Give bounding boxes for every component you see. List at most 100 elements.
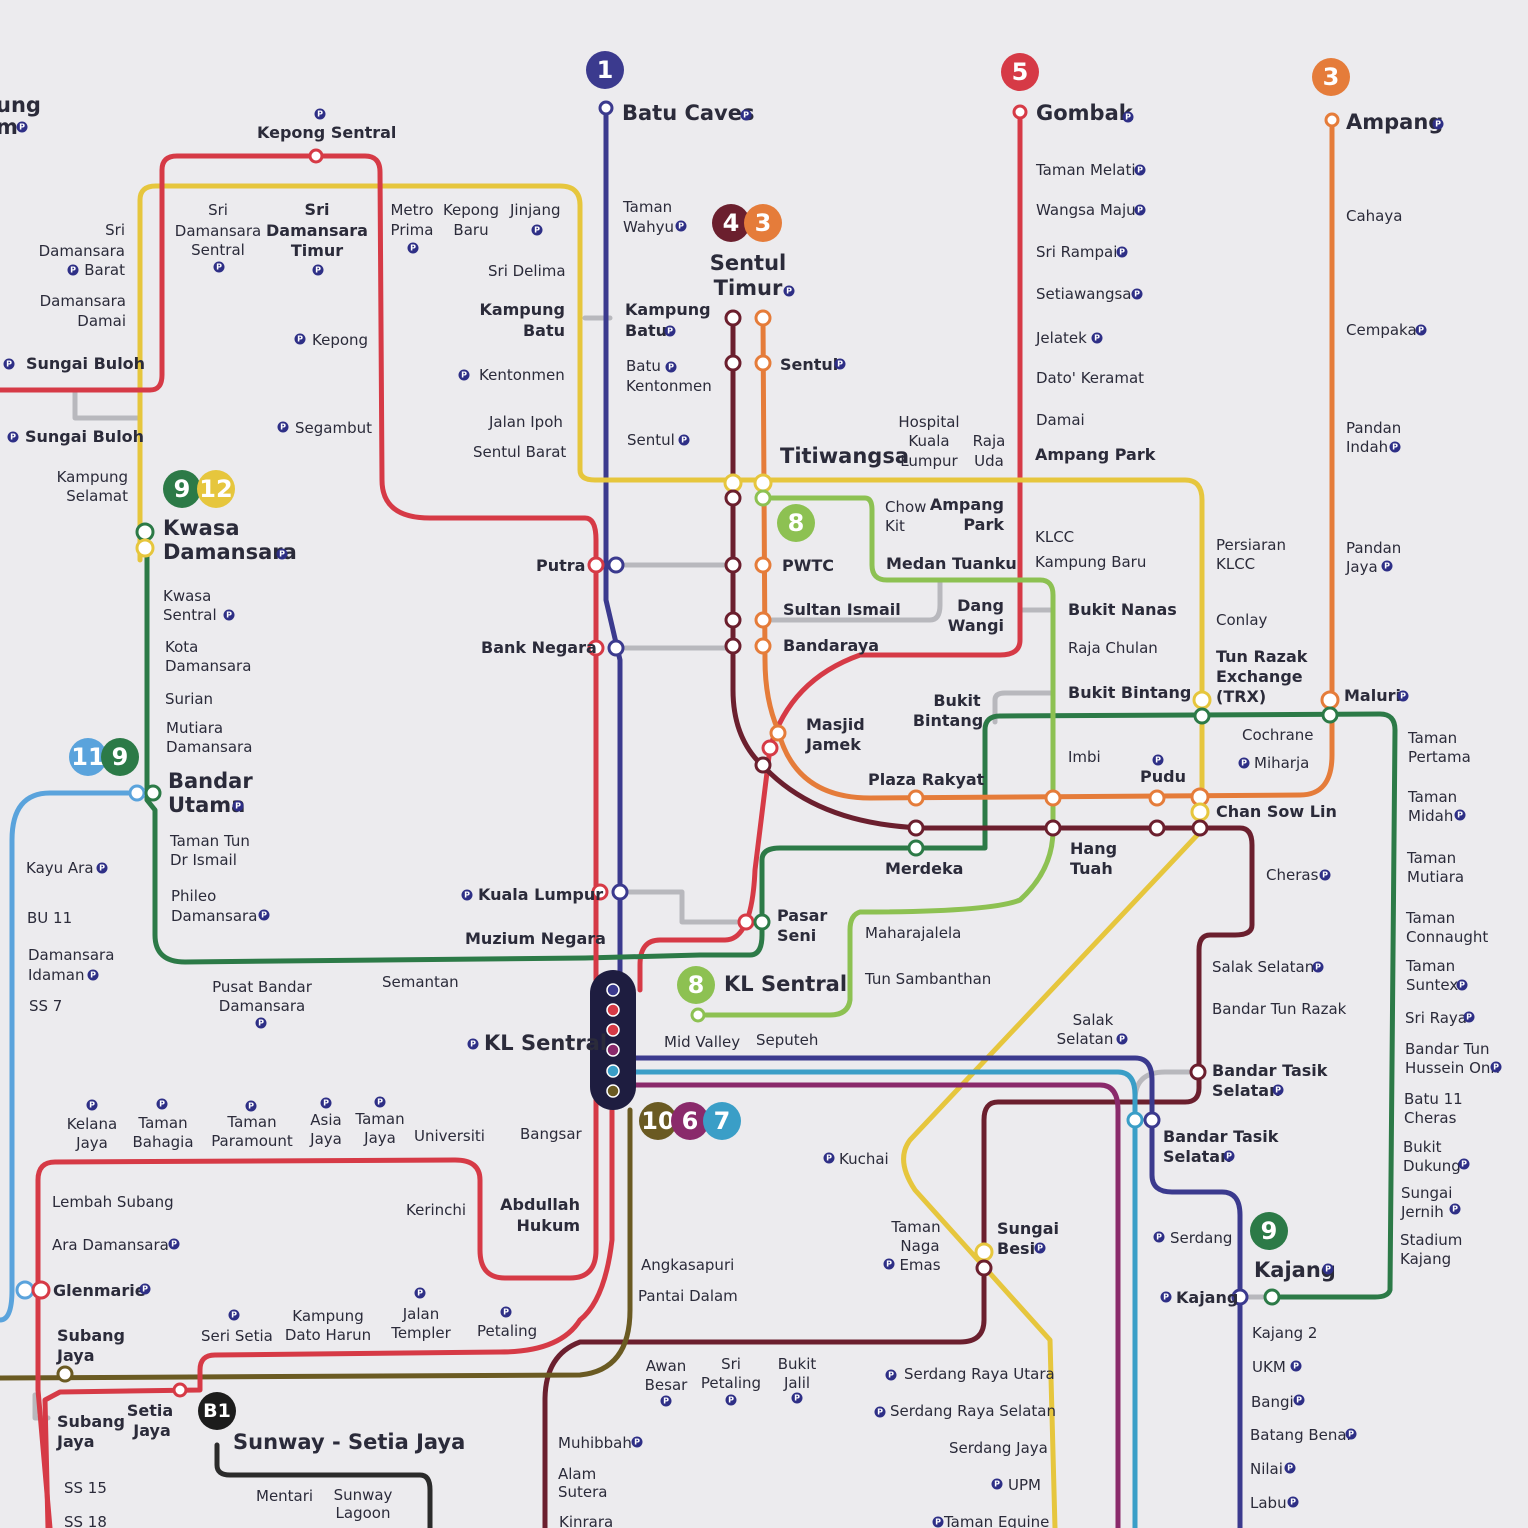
station-label[interactable]: Setiawangsa (1036, 285, 1132, 303)
station-label[interactable]: PWTC (782, 556, 834, 575)
station-label[interactable]: Dato' Keramat (1036, 369, 1144, 387)
station-label[interactable]: Universiti (414, 1127, 485, 1145)
station-dot[interactable] (769, 724, 787, 742)
station-label[interactable]: Serdang Raya Utara (904, 1365, 1055, 1383)
station-dot[interactable] (1192, 690, 1212, 710)
station-label[interactable]: Bank Negara (481, 638, 597, 657)
station-label[interactable]: Taman Equine (943, 1513, 1049, 1528)
station-label[interactable]: Bandaraya (783, 636, 879, 655)
station-label[interactable]: Serdang Raya Selatan (890, 1402, 1056, 1420)
station-dot[interactable] (1044, 789, 1062, 807)
station-dot[interactable] (907, 819, 925, 837)
station-dot[interactable] (135, 522, 155, 542)
station-label[interactable]: Damai (1036, 411, 1085, 429)
station-label[interactable]: UPM (1008, 1476, 1041, 1494)
station-label[interactable]: KLCC (1035, 528, 1074, 546)
station-label[interactable]: Ara Damansara (52, 1236, 169, 1254)
station-dot[interactable] (1320, 690, 1340, 710)
station-label[interactable]: m (0, 115, 18, 139)
station-label[interactable]: Muhibbah (558, 1434, 632, 1452)
station-label[interactable]: Serdang (1170, 1229, 1232, 1247)
station-dot[interactable] (15, 1280, 35, 1300)
station-dot[interactable] (1321, 706, 1339, 724)
station-label[interactable]: Ampang Park (1035, 445, 1156, 464)
station-label[interactable]: Bangi (1251, 1393, 1294, 1411)
station-label[interactable]: Cahaya (1346, 207, 1402, 225)
station-label[interactable]: Jinjang (509, 201, 561, 219)
station-label[interactable]: Titiwangsa (780, 444, 909, 468)
station-label[interactable]: Chan Sow Lin (1216, 802, 1337, 821)
station-dot[interactable] (907, 789, 925, 807)
station-dot[interactable] (724, 556, 742, 574)
station-dot[interactable] (907, 839, 925, 857)
station-label[interactable]: Kuala Lumpur (478, 885, 603, 904)
station-dot[interactable] (598, 100, 614, 116)
station-dot[interactable] (56, 1365, 74, 1383)
station-dot[interactable] (144, 784, 162, 802)
station-dot[interactable] (724, 611, 742, 629)
station-dot[interactable] (690, 1007, 706, 1023)
station-label[interactable]: Sungai Buloh (25, 427, 144, 446)
station-label[interactable]: UKM (1252, 1358, 1286, 1376)
station-label[interactable]: Semantan (382, 973, 459, 991)
station-label[interactable]: ung (0, 93, 41, 117)
station-label[interactable]: Sentul Barat (473, 443, 566, 461)
station-label[interactable]: Muzium Negara (465, 929, 606, 948)
station-dot[interactable] (754, 611, 772, 629)
station-label[interactable]: Sunway - Setia Jaya (233, 1430, 465, 1454)
station-label[interactable]: Merdeka (885, 859, 963, 878)
station-label[interactable]: Jelatek (1035, 329, 1087, 347)
station-label[interactable]: Seri Setia (201, 1327, 273, 1345)
station-label[interactable]: Segambut (295, 419, 372, 437)
station-label[interactable]: Pantai Dalam (638, 1287, 738, 1305)
station-dot[interactable] (611, 883, 629, 901)
station-dot[interactable] (724, 489, 742, 507)
station-dot[interactable] (974, 1242, 994, 1262)
station-label[interactable]: SS 7 (29, 997, 62, 1015)
station-label[interactable]: Pudu (1140, 767, 1186, 786)
station-dot[interactable] (1324, 112, 1340, 128)
station-dot[interactable] (753, 913, 771, 931)
station-dot[interactable] (587, 639, 605, 657)
station-dot[interactable] (172, 1382, 188, 1398)
station-dot[interactable] (723, 473, 743, 493)
station-label[interactable]: Ampang (1346, 110, 1443, 134)
station-label[interactable]: Kajang (1176, 1288, 1238, 1307)
station-label[interactable]: Wangsa Maju (1036, 201, 1136, 219)
station-dot[interactable] (975, 1259, 993, 1277)
station-label[interactable]: Salak Selatan (1212, 958, 1314, 976)
station-label[interactable]: SS 15 (64, 1479, 107, 1497)
